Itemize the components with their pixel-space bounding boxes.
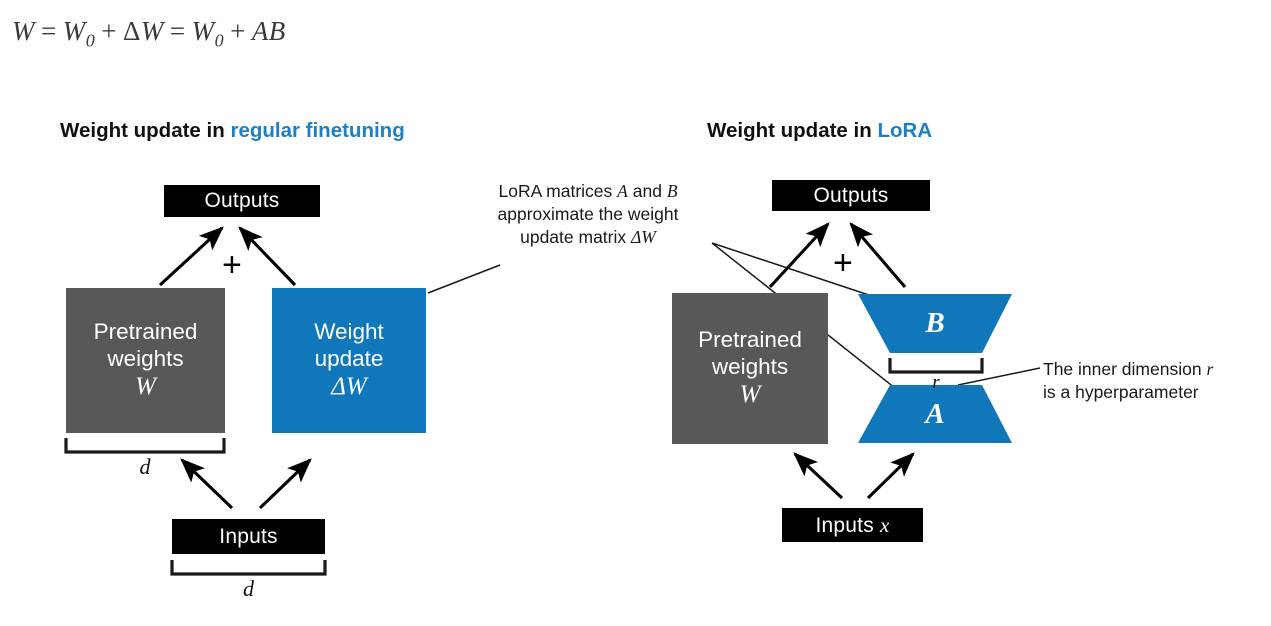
matrix-b-trapezoid[interactable]: B: [858, 294, 1012, 353]
left-update-line1: Weight: [314, 319, 384, 345]
right-inputs-symbol: x: [879, 512, 890, 537]
right-inputs-text: Inputs x: [816, 513, 890, 538]
annot-r-line1-var: r: [1206, 359, 1214, 379]
right-inputs-label: Inputs: [815, 513, 874, 537]
matrix-b-shape: [858, 294, 1012, 353]
left-inputs-box[interactable]: Inputs: [172, 519, 325, 554]
annotation-lora-matrices-line1: LoRA matrices A and B: [463, 180, 713, 203]
annot-line3-a: update matrix: [520, 227, 627, 248]
annot-line1-var2: B: [666, 181, 678, 201]
right-pretrained-symbol: W: [739, 381, 761, 409]
left-inputs-label: Inputs: [219, 524, 278, 548]
right-outputs-box[interactable]: Outputs: [772, 180, 930, 211]
lora-formula: W=W0+ΔW=W0+AB: [12, 16, 286, 51]
matrix-b-label: B: [925, 307, 945, 339]
left-weight-update-box[interactable]: Weight update ΔW: [272, 288, 426, 433]
annotation-inner-dimension-line1: The inner dimension r: [1043, 358, 1268, 381]
right-pretrained-line1: Pretrained: [698, 327, 802, 353]
annotation-lora-matrices-line3: update matrix ΔW: [463, 226, 713, 249]
annot-line3-var: ΔW: [631, 227, 656, 248]
right-inputs-box[interactable]: Inputs x: [782, 508, 923, 542]
right-plus-symbol: +: [833, 244, 853, 282]
left-outputs-box[interactable]: Outputs: [164, 185, 320, 217]
left-pretrained-line1: Pretrained: [93, 319, 198, 345]
right-panel-title-accent: LoRA: [877, 119, 933, 142]
annot-line1-var1: A: [617, 181, 628, 201]
left-update-line2: update: [314, 345, 384, 371]
right-outputs-label: Outputs: [813, 183, 889, 207]
annotation-lora-matrices-line2: approximate the weight: [497, 204, 679, 225]
annotation-inner-dimension-line2: is a hyperparameter: [1043, 382, 1199, 403]
annotation-lora-matrices: LoRA matrices A and B approximate the we…: [463, 180, 713, 249]
left-pretrained-weights-box[interactable]: Pretrained weights W: [66, 288, 225, 433]
annot-line1-and: and: [632, 181, 662, 201]
annot-line1-a: LoRA matrices: [498, 181, 613, 201]
left-update-symbol: ΔW: [331, 373, 367, 401]
right-pretrained-line2: weights: [711, 353, 789, 379]
left-brace-inputs-label: d: [243, 576, 254, 601]
left-pretrained-line2: weights: [107, 345, 184, 371]
left-brace-weights-label: d: [139, 454, 151, 479]
matrix-a-label: A: [925, 397, 945, 430]
right-panel-title: Weight update in LoRA: [707, 119, 932, 143]
left-pretrained-symbol: W: [135, 373, 156, 401]
brace-r-label: r: [932, 372, 940, 393]
right-panel-title-prefix: Weight update in: [707, 119, 872, 142]
left-panel-title: Weight update in regular finetuning: [60, 119, 405, 143]
left-panel-title-prefix: Weight update in: [60, 119, 225, 142]
right-pretrained-weights-box[interactable]: Pretrained weights W: [672, 293, 828, 444]
left-panel-title-accent: regular finetuning: [230, 119, 405, 142]
matrix-a-shape: [858, 385, 1012, 443]
annotation-inner-dimension: The inner dimension r is a hyperparamete…: [1043, 358, 1268, 404]
matrix-a-trapezoid[interactable]: A: [858, 385, 1012, 443]
left-outputs-label: Outputs: [204, 189, 280, 212]
left-plus-symbol: +: [222, 246, 242, 284]
annot-r-line1-a: The inner dimension: [1043, 359, 1202, 379]
